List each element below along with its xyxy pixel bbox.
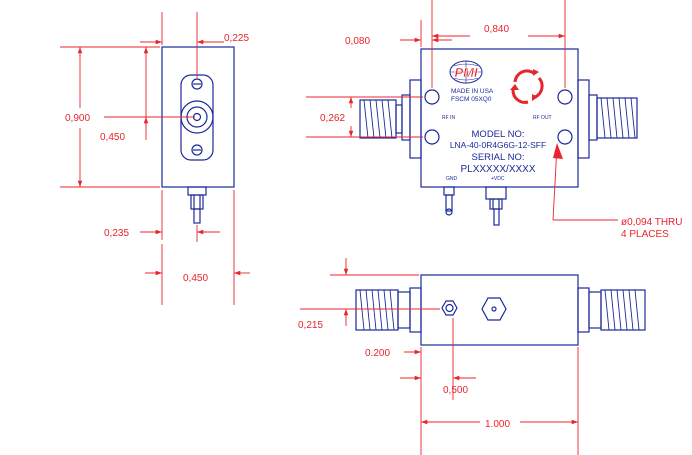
hole-callout-line1: ø0,094 THRU <box>621 217 683 228</box>
label-made-in: MADE IN USA <box>451 88 494 95</box>
hole-callout-line2: 4 PLACES <box>621 229 669 240</box>
label-gnd: GND <box>446 176 458 182</box>
dim-end-width-top: 0,225 <box>224 33 249 44</box>
mount-hole-bottom-right <box>557 129 573 145</box>
left-sma-connector <box>359 99 397 139</box>
dim-end-height-center: 0,450 <box>100 132 125 143</box>
label-vdc: +VDC <box>491 176 505 182</box>
dim-end-width-bottom: 0,450 <box>183 273 208 284</box>
top-view: PMI MADE IN USA FSCM 05XQ0 RF IN RF OUT … <box>306 0 683 240</box>
label-serial-value: PLXXXXX/XXXX <box>460 164 535 175</box>
dim-end-offset-bottom: 0,235 <box>104 228 129 239</box>
circular-arrows-icon <box>510 69 544 104</box>
label-fscm: FSCM 05XQ0 <box>451 96 492 103</box>
dim-top-width: 0,840 <box>484 24 509 35</box>
side-view-body <box>420 274 579 346</box>
mount-hole-bottom-left <box>424 129 440 145</box>
side-left-sma-connector <box>355 289 399 331</box>
mount-hole-top-left <box>424 89 440 105</box>
label-rf-in: RF IN <box>442 115 455 121</box>
side-view: 0,215 0.200 0,500 1.000 <box>298 258 646 455</box>
label-rf-out: RF OUT <box>533 115 552 121</box>
dim-side-offset-left: 0.200 <box>365 348 390 359</box>
end-view-screw-top <box>191 78 203 90</box>
dim-side-height: 0,215 <box>298 320 323 331</box>
end-view-screw-bottom <box>191 144 203 156</box>
dim-end-height-total: 0,900 <box>65 113 90 124</box>
dim-side-gap: 0,500 <box>443 385 468 396</box>
label-model-value: LNA-40-0R4G6G-12-SFF <box>450 140 546 150</box>
dim-side-length: 1.000 <box>485 419 510 430</box>
pmi-logo: PMI <box>449 60 483 84</box>
end-view-flange <box>180 74 214 161</box>
dim-top-offset-left: 0,080 <box>345 36 370 47</box>
vdc-terminal-hex <box>481 297 507 321</box>
label-serial-title: SERIAL NO: <box>472 152 525 163</box>
label-model-title: MODEL NO: <box>472 129 525 140</box>
end-view: 0,225 0,900 0,450 0,235 0,450 <box>60 12 250 305</box>
pmi-logo-text: PMI <box>454 65 478 80</box>
mount-hole-top-right <box>557 89 573 105</box>
dim-top-port-spacing: 0,262 <box>320 113 345 124</box>
gnd-terminal-hex <box>441 300 458 316</box>
